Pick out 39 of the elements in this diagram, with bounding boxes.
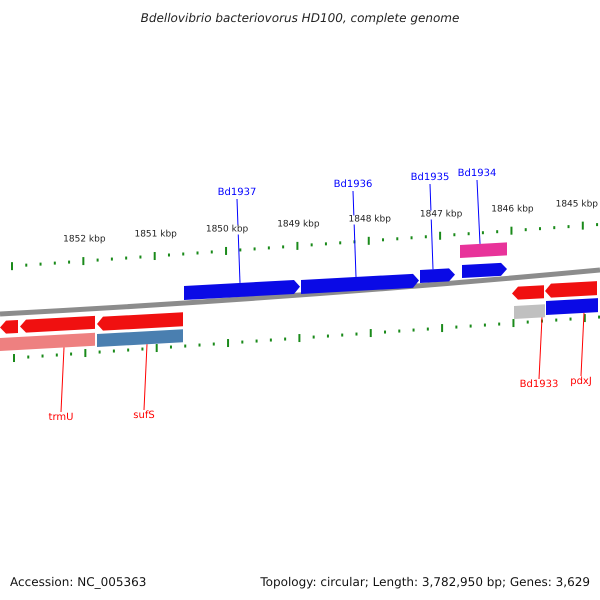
title: Bdellovibrio bacteriovorus HD100, complete genome	[140, 12, 460, 24]
genome-summary: Topology: circular; Length: 3,782,950 bp; Genes: 3,629	[260, 576, 590, 588]
gene-label: Bd1935	[410, 173, 450, 183]
gene-label: Bd1936	[334, 180, 372, 190]
scale-label: 1846 kbp	[490, 205, 535, 214]
gene-block	[545, 281, 597, 298]
gene-label: sufS	[133, 411, 155, 421]
gene-block	[462, 262, 507, 278]
gene-label: Bd1934	[458, 169, 496, 179]
gene-block	[20, 316, 95, 333]
leader-line	[144, 344, 148, 410]
gene-block	[301, 274, 419, 294]
feature-bar	[97, 329, 183, 347]
feature-bar	[546, 298, 598, 315]
gene-label: Bd1933	[520, 380, 558, 390]
leader-line	[430, 184, 434, 270]
leader-line	[236, 198, 240, 284]
leader-line	[580, 312, 584, 376]
gene-label: pdxJ	[570, 377, 592, 387]
gene-block	[512, 285, 544, 300]
gene-block	[184, 280, 300, 300]
scale-label: 1852 kbp	[62, 236, 107, 245]
scale-label: 1849 kbp	[276, 220, 321, 230]
gene-block	[97, 312, 183, 331]
scale-label: 1851 kbp	[133, 230, 178, 240]
accession-text: Accession: NC_005363	[10, 576, 146, 588]
leader-line	[538, 316, 542, 380]
scale-label: 1848 kbp	[348, 215, 392, 224]
leader-line	[60, 346, 64, 412]
feature-bar	[460, 242, 507, 258]
gene-label: trmU	[48, 413, 74, 423]
scale-label: 1845 kbp	[554, 200, 599, 210]
feature-bar	[514, 304, 545, 319]
gene-label: Bd1937	[218, 188, 256, 198]
scale-label: 1847 kbp	[418, 210, 464, 220]
scale-label: 1850 kbp	[204, 225, 250, 234]
gene-block	[420, 268, 455, 283]
leader-line	[352, 190, 356, 278]
feature-bar	[0, 332, 95, 351]
